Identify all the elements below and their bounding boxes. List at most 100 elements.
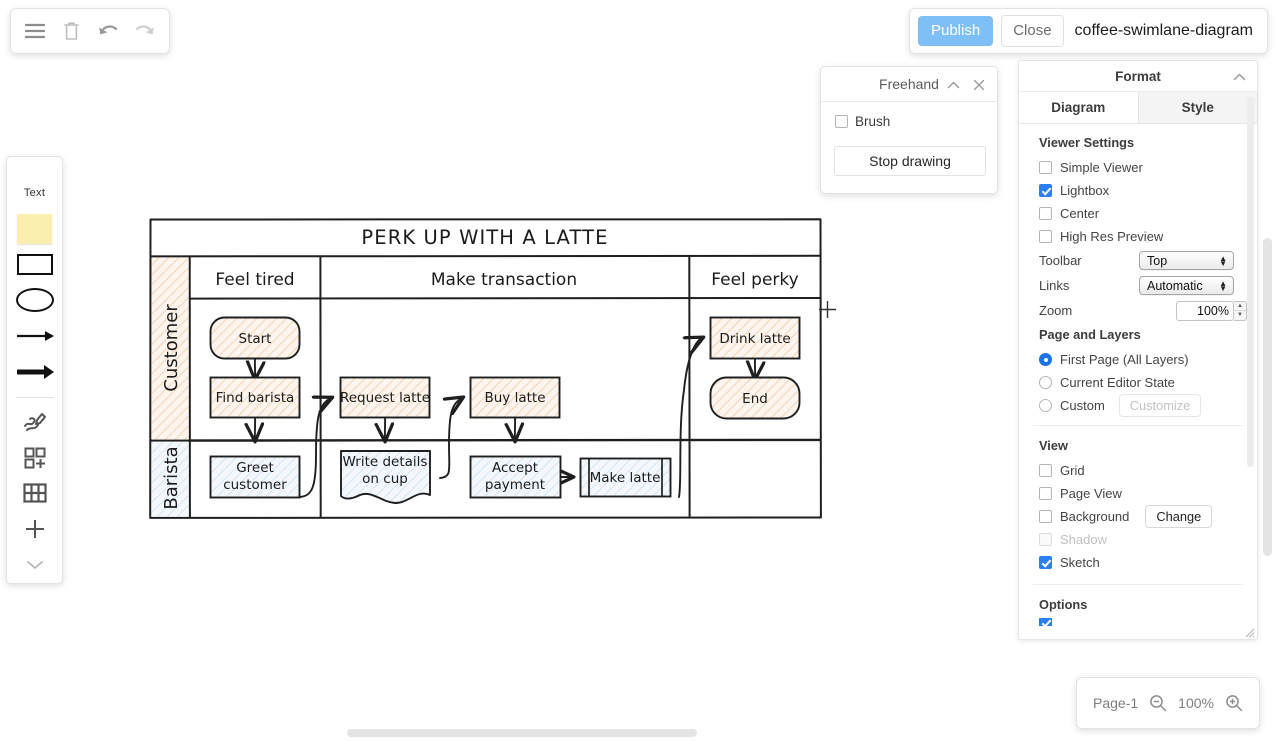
format-panel-body: Viewer Settings Simple Viewer Lightbox C…: [1019, 125, 1257, 639]
thick-arrow-shape[interactable]: [13, 354, 57, 390]
node-end[interactable]: End: [709, 376, 801, 420]
partial-option-checkbox[interactable]: [1039, 618, 1052, 626]
background-checkbox[interactable]: [1039, 510, 1052, 523]
chevron-up-icon[interactable]: [941, 67, 965, 102]
node-write-details[interactable]: Write details on cup: [340, 450, 431, 504]
select-arrows-icon: ▲▼: [1219, 278, 1227, 293]
trash-icon[interactable]: [57, 16, 87, 46]
customize-button[interactable]: Customize: [1118, 394, 1202, 417]
text-shape[interactable]: Text: [13, 175, 57, 211]
tab-diagram[interactable]: Diagram: [1019, 92, 1138, 123]
publish-button[interactable]: Publish: [917, 16, 994, 46]
format-panel-scrollbar[interactable]: [1247, 97, 1254, 467]
page-name-label[interactable]: Page-1: [1093, 695, 1139, 711]
shadow-checkbox[interactable]: [1039, 533, 1052, 546]
redo-icon[interactable]: [130, 16, 160, 46]
tab-style[interactable]: Style: [1137, 92, 1257, 123]
toolbar-row: Toolbar Top ▲▼: [1019, 248, 1257, 273]
edge-write-to-buy: [439, 398, 462, 479]
custom-radio[interactable]: [1039, 399, 1052, 412]
close-button[interactable]: Close: [1001, 15, 1064, 47]
plus-icon[interactable]: [13, 511, 57, 547]
simple-viewer-checkbox[interactable]: [1039, 161, 1052, 174]
note-shape[interactable]: [13, 211, 57, 247]
table-icon[interactable]: [13, 476, 57, 512]
viewer-settings-heading: Viewer Settings: [1039, 135, 1135, 150]
lightbox-checkbox[interactable]: [1039, 184, 1052, 197]
brush-checkbox-row[interactable]: Brush: [835, 114, 983, 129]
option-grid[interactable]: Grid: [1019, 459, 1257, 482]
grid-checkbox[interactable]: [1039, 464, 1052, 477]
option-partial[interactable]: [1019, 618, 1257, 626]
freehand-panel-header: Freehand: [821, 67, 997, 102]
center-checkbox[interactable]: [1039, 207, 1052, 220]
ellipse-shape[interactable]: [13, 282, 57, 318]
high-res-preview-checkbox[interactable]: [1039, 230, 1052, 243]
arrow-shape[interactable]: [13, 318, 57, 354]
close-icon[interactable]: [967, 67, 991, 102]
node-start[interactable]: Start: [209, 316, 301, 360]
node-request-latte[interactable]: Request latte: [339, 376, 431, 419]
option-page-view[interactable]: Page View: [1019, 482, 1257, 505]
document-title: coffee-swimlane-diagram: [1074, 22, 1253, 39]
first-page-radio[interactable]: [1039, 353, 1052, 366]
zoom-level-label[interactable]: 100%: [1178, 695, 1214, 711]
chevron-up-icon[interactable]: [1229, 61, 1249, 92]
toolbar-select[interactable]: Top ▲▼: [1139, 251, 1234, 270]
undo-icon[interactable]: [93, 16, 123, 46]
option-background[interactable]: Background Change: [1019, 505, 1257, 528]
current-editor-state-radio[interactable]: [1039, 376, 1052, 389]
options-heading: Options: [1039, 597, 1088, 612]
node-find-barista[interactable]: Find barista: [209, 376, 301, 419]
option-sketch[interactable]: Sketch: [1019, 551, 1257, 574]
select-arrows-icon: ▲▼: [1219, 253, 1227, 268]
zoom-row: Zoom 100% ▲▼: [1019, 298, 1257, 323]
node-label-line2: on cup: [362, 471, 408, 487]
diagram-canvas[interactable]: PERK UP WITH A LATTE Feel tired Make tra…: [0, 0, 1018, 741]
node-label: Buy latte: [484, 390, 545, 406]
radio-first-page[interactable]: First Page (All Layers): [1019, 348, 1257, 371]
node-make-latte[interactable]: Make latte: [579, 457, 672, 498]
lane-label-barista: Barista: [161, 446, 182, 509]
zoom-in-icon[interactable]: [1225, 694, 1243, 712]
node-label: Accept: [492, 460, 538, 476]
freehand-icon[interactable]: [13, 404, 57, 440]
menu-icon[interactable]: [20, 16, 50, 46]
node-label: Start: [239, 331, 272, 347]
node-drink-latte[interactable]: Drink latte: [709, 316, 801, 360]
freehand-panel: Freehand Brush Stop drawing: [820, 66, 998, 194]
option-shadow[interactable]: Shadow: [1019, 528, 1257, 551]
chevron-down-icon[interactable]: [13, 547, 57, 583]
radio-custom[interactable]: Custom Customize: [1019, 394, 1257, 417]
zoom-stepper[interactable]: ▲▼: [1234, 300, 1247, 321]
option-simple-viewer[interactable]: Simple Viewer: [1019, 156, 1257, 179]
background-change-button[interactable]: Change: [1145, 505, 1213, 528]
brush-checkbox[interactable]: [835, 115, 848, 128]
node-label: Greet: [236, 460, 274, 476]
rectangle-shape[interactable]: [13, 247, 57, 283]
node-accept-payment[interactable]: Accept payment: [469, 455, 562, 499]
diagram-title: PERK UP WITH A LATTE: [361, 226, 608, 249]
shapes-icon[interactable]: [13, 440, 57, 476]
custom-label: Custom: [1060, 398, 1105, 413]
option-high-res-preview[interactable]: High Res Preview: [1019, 225, 1257, 248]
links-select[interactable]: Automatic ▲▼: [1139, 276, 1234, 295]
page-view-checkbox[interactable]: [1039, 487, 1052, 500]
resize-grip[interactable]: [1243, 625, 1255, 638]
option-lightbox[interactable]: Lightbox: [1019, 179, 1257, 202]
zoom-out-icon[interactable]: [1149, 694, 1167, 712]
sketch-checkbox[interactable]: [1039, 556, 1052, 569]
main-toolbar: [10, 8, 170, 54]
vertical-scrollbar[interactable]: [1263, 238, 1272, 556]
lane-label-customer: Customer: [161, 304, 182, 392]
text-shape-label: Text: [23, 186, 46, 199]
node-buy-latte[interactable]: Buy latte: [469, 376, 561, 419]
zoom-input[interactable]: 100%: [1176, 300, 1234, 321]
swimlane-diagram[interactable]: PERK UP WITH A LATTE Feel tired Make tra…: [0, 0, 1018, 741]
node-greet-customer[interactable]: Greet customer: [209, 455, 301, 499]
node-label: Request latte: [340, 390, 430, 406]
radio-current-editor-state[interactable]: Current Editor State: [1019, 371, 1257, 394]
horizontal-scrollbar[interactable]: [347, 729, 697, 737]
stop-drawing-button[interactable]: Stop drawing: [834, 146, 986, 176]
option-center[interactable]: Center: [1019, 202, 1257, 225]
